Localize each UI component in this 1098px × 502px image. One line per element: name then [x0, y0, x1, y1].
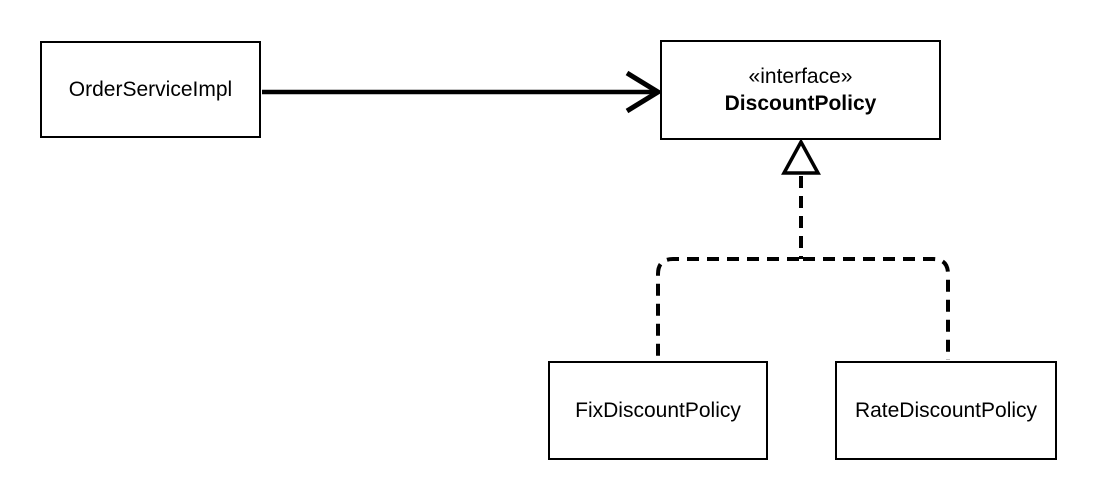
- class-box-ratediscountpolicy: RateDiscountPolicy: [835, 361, 1057, 460]
- interface-name-label: DiscountPolicy: [724, 92, 877, 115]
- realization-branch-rate: [803, 257, 950, 360]
- class-name-label: RateDiscountPolicy: [854, 399, 1038, 422]
- realization-triangle-icon: [781, 138, 821, 175]
- interface-stereotype-label: «interface»: [748, 65, 853, 88]
- realization-branch-fix: [656, 257, 799, 360]
- class-box-orderserviceimpl: OrderServiceImpl: [40, 41, 261, 138]
- open-arrowhead-icon: [625, 70, 663, 114]
- class-name-label: FixDiscountPolicy: [575, 399, 741, 422]
- interface-box-discountpolicy: «interface» DiscountPolicy: [660, 40, 941, 140]
- class-box-fixdiscountpolicy: FixDiscountPolicy: [548, 361, 768, 460]
- class-name-label: OrderServiceImpl: [68, 78, 233, 101]
